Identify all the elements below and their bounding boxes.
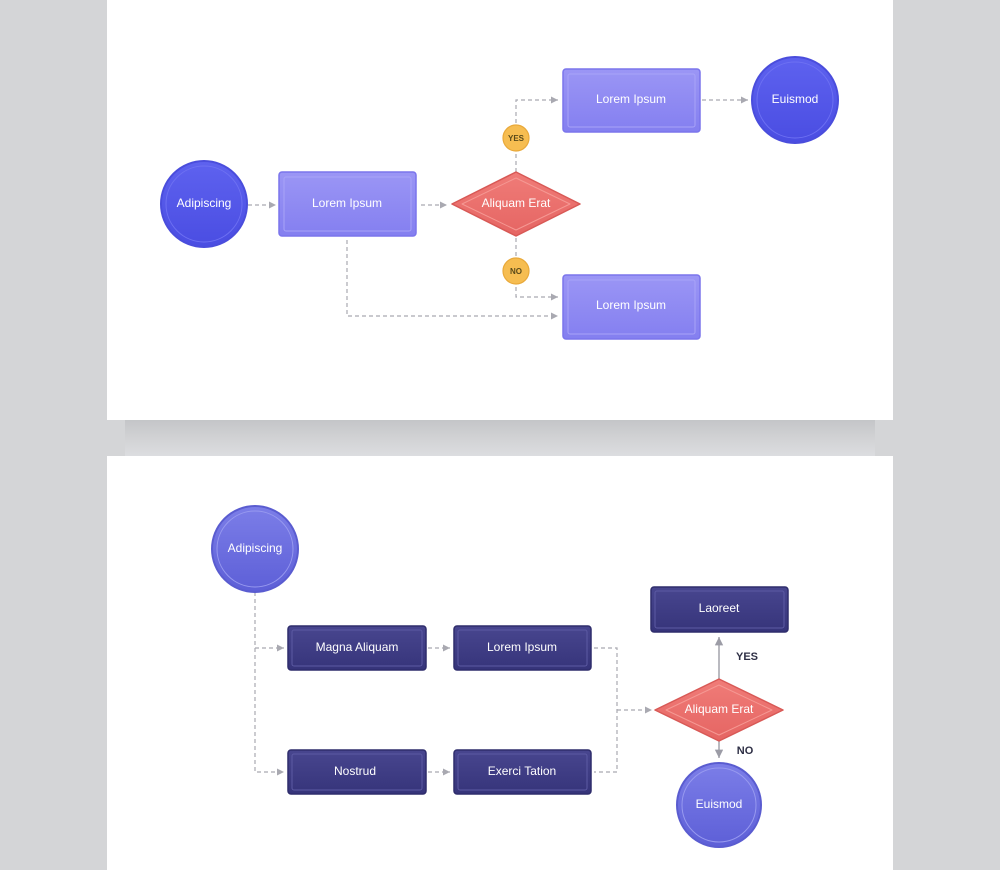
process-node-label: Lorem Ipsum [312,196,382,210]
no-label: NO [737,745,754,757]
yes-process-node[interactable]: Lorem Ipsum [562,68,701,133]
row1-second-label: Lorem Ipsum [487,640,557,654]
card-shadow [125,420,875,456]
decision-node-bottom[interactable]: Aliquam Erat [654,678,784,742]
end-node[interactable]: Euismod [751,56,839,144]
yes-label: YES [736,651,758,663]
yes-badge-label: YES [508,134,525,143]
row2-first-node[interactable]: Nostrud [287,749,427,795]
end-node-label: Euismod [772,92,819,106]
no-badge-label: NO [510,267,522,276]
row1-first-label: Magna Aliquam [316,640,399,654]
row1-second-node[interactable]: Lorem Ipsum [453,625,592,671]
yes-box-node[interactable]: Laoreet [650,586,789,633]
top-flowchart: Adipiscing Lorem Ipsum Aliquam Erat YES … [160,56,839,340]
bottom-flowchart: Adipiscing Magna Aliquam Lorem Ipsum Nos… [211,505,789,848]
edge-decision-no [515,238,558,301]
start-node-label: Adipiscing [177,196,232,210]
no-process-label: Lorem Ipsum [596,298,666,312]
start-node[interactable]: Adipiscing [160,160,248,248]
process-node[interactable]: Lorem Ipsum [278,171,417,237]
end-node-bottom-label: Euismod [696,797,743,811]
no-badge: NO [502,257,530,285]
no-process-node[interactable]: Lorem Ipsum [562,274,701,340]
row1-first-node[interactable]: Magna Aliquam [287,625,427,671]
yes-badge: YES [502,124,530,152]
row2-first-label: Nostrud [334,764,376,778]
decision-node-label: Aliquam Erat [482,196,551,210]
start-node-bottom[interactable]: Adipiscing [211,505,299,593]
decision-node-bottom-label: Aliquam Erat [685,702,754,716]
row2-second-node[interactable]: Exerci Tation [453,749,592,795]
edge-merge [594,647,618,773]
yes-process-label: Lorem Ipsum [596,92,666,106]
decision-node[interactable]: Aliquam Erat [451,171,581,237]
yes-box-label: Laoreet [699,601,740,615]
row2-second-label: Exerci Tation [488,764,556,778]
end-node-bottom[interactable]: Euismod [676,762,762,848]
start-node-bottom-label: Adipiscing [228,541,283,555]
edge-start-to-row2 [254,592,284,776]
